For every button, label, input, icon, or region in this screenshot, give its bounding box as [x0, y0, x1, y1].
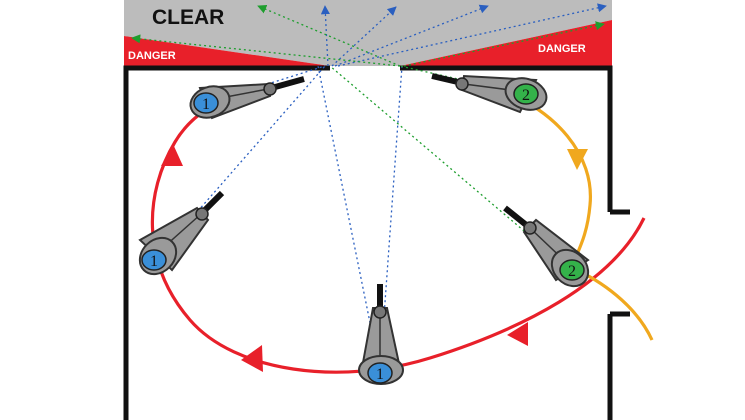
operator-hands — [263, 82, 277, 96]
operator-number: 1 — [150, 253, 158, 270]
danger-label-left: DANGER — [128, 50, 176, 62]
operator-2-middle-right: 2 — [503, 205, 590, 288]
danger-zone-left — [124, 36, 330, 66]
operator-head — [367, 362, 393, 384]
path-arrow-bottom-right — [507, 322, 528, 346]
path-arrow-bottom-left — [241, 345, 263, 372]
operator-hands — [373, 305, 387, 319]
operator-hands — [523, 221, 537, 235]
team-2-path — [499, 88, 654, 341]
operator-2-top-right: 2 — [431, 73, 548, 114]
operator-hands — [195, 207, 209, 221]
sight-line-blue — [317, 65, 381, 373]
clear-label: CLEAR — [152, 6, 224, 29]
sight-line-blue — [337, 3, 607, 67]
room-walls — [123, 65, 630, 420]
operator-1-bottom-center: 1 — [358, 284, 404, 385]
operator-hands — [455, 77, 469, 91]
sight-line-blue — [320, 5, 330, 67]
team-1-path — [150, 84, 646, 374]
operator-number: 2 — [522, 87, 530, 104]
operator-1-top-left: 1 — [189, 76, 305, 120]
operator-1-middle-left: 1 — [138, 190, 225, 276]
clear-zone — [124, 0, 612, 66]
path-arrow-left — [161, 144, 183, 166]
danger-label-right: DANGER — [538, 43, 586, 55]
operator-number: 1 — [202, 96, 210, 113]
sight-line-blue — [334, 4, 489, 67]
operator-head — [193, 92, 219, 114]
operator-head — [141, 249, 167, 271]
wall-left — [123, 65, 330, 420]
operator-head — [513, 83, 539, 105]
operator-head — [559, 259, 585, 281]
danger-zone-right — [400, 20, 612, 66]
sight-line-green — [257, 4, 401, 67]
path-arrow-right — [567, 149, 588, 170]
operator-number: 2 — [568, 263, 576, 280]
operator-number: 1 — [376, 366, 384, 383]
sight-line-green — [403, 21, 605, 67]
wall-top-right-and-right — [400, 65, 613, 212]
